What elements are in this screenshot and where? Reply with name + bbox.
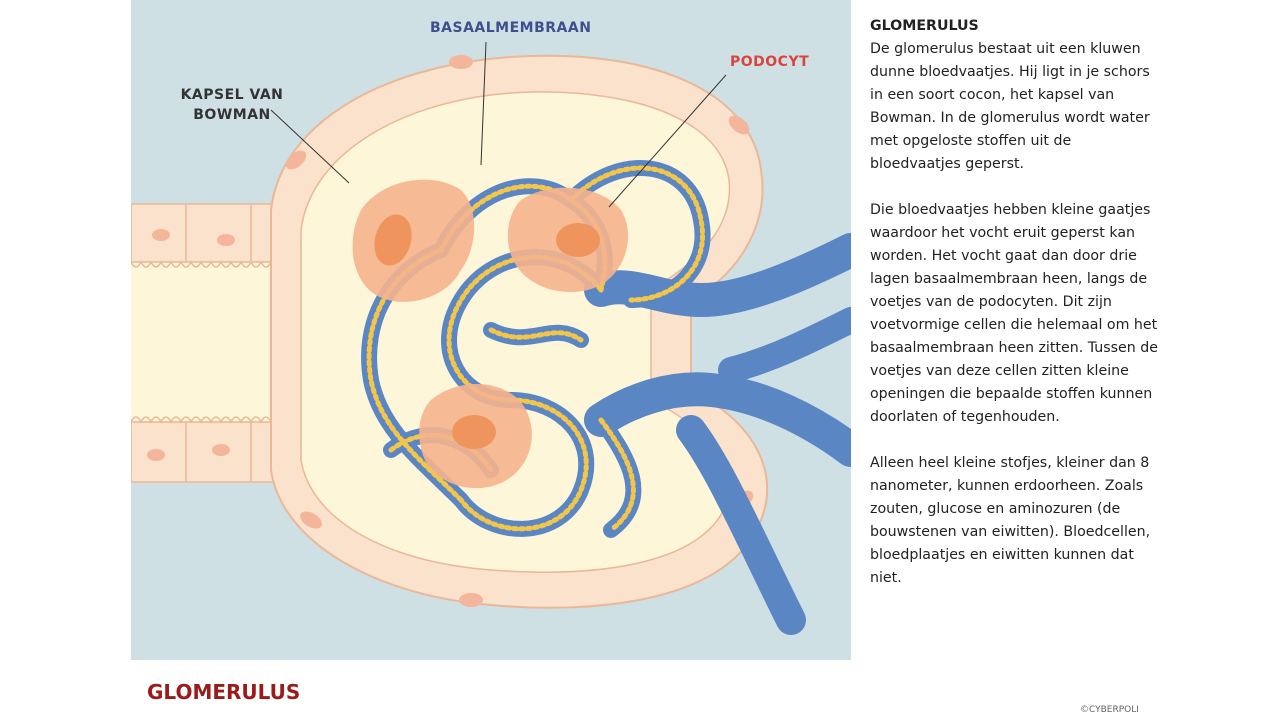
explanation-panel: GLOMERULUS De glomerulus bestaat uit een…: [870, 15, 1160, 613]
panel-title: GLOMERULUS: [870, 18, 979, 34]
glomerulus-illustration: [131, 0, 851, 660]
podocytes: [352, 179, 629, 489]
label-podocyt: PODOCYT: [730, 54, 810, 70]
paragraph-1: De glomerulus bestaat uit een kluwen dun…: [870, 41, 1150, 172]
blood-vessels: [584, 233, 851, 635]
copyright: ©CYBERPOLI: [1080, 705, 1139, 715]
label-basaalmembraan: BASAALMEMBRAAN: [430, 20, 592, 36]
paragraph-2: Die bloedvaatjes hebben kleine gaatjes w…: [870, 202, 1158, 425]
slide-title: GLOMERULUS: [147, 680, 301, 704]
leader-lines: [270, 41, 727, 208]
label-kapsel-van-bowman: KAPSEL VAN BOWMAN: [180, 87, 284, 123]
paragraph-3: Alleen heel kleine stofjes, kleiner dan …: [870, 455, 1151, 586]
